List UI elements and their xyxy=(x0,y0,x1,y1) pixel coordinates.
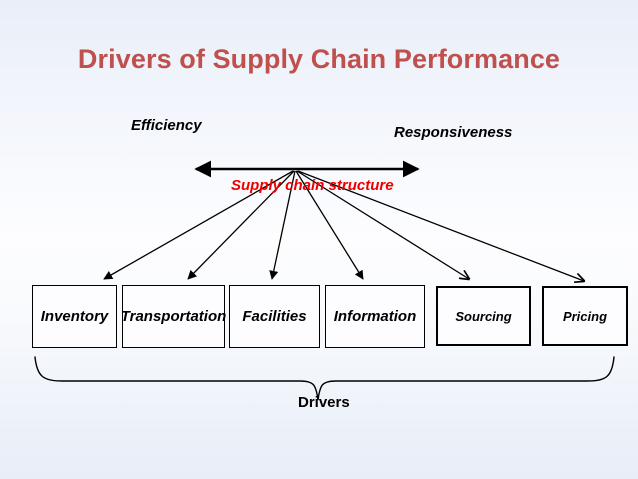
driver-box-transportation[interactable]: Transportation xyxy=(120,285,227,348)
driver-box-label: Transportation xyxy=(120,308,227,325)
supply-chain-structure-caption: Supply chain structure xyxy=(231,177,394,194)
driver-box-pricing[interactable]: Pricing xyxy=(542,286,628,346)
driver-box-label: Inventory xyxy=(40,308,109,325)
arrow-to-inventory xyxy=(103,170,294,280)
arrow-to-transportation xyxy=(187,170,295,280)
arrow-to-sourcing xyxy=(296,170,469,279)
page-title: Drivers of Supply Chain Performance xyxy=(77,44,561,74)
arrow-to-information xyxy=(295,170,364,280)
drivers-group-label: Drivers xyxy=(298,394,350,411)
arrow-to-pricing xyxy=(297,170,584,281)
axis-label-efficiency: Efficiency xyxy=(131,117,202,134)
drivers-brace xyxy=(34,356,615,401)
driver-box-facilities[interactable]: Facilities xyxy=(229,285,320,348)
driver-box-label: Information xyxy=(333,308,417,325)
driver-box-label: Pricing xyxy=(562,308,608,324)
driver-box-label: Sourcing xyxy=(455,308,512,324)
driver-box-information[interactable]: Information xyxy=(325,285,425,348)
driver-box-sourcing[interactable]: Sourcing xyxy=(436,286,531,346)
driver-box-inventory[interactable]: Inventory xyxy=(32,285,117,348)
axis-label-responsiveness: Responsiveness xyxy=(394,124,513,141)
arrow-to-facilities xyxy=(269,170,296,280)
driver-box-label: Facilities xyxy=(242,308,307,325)
